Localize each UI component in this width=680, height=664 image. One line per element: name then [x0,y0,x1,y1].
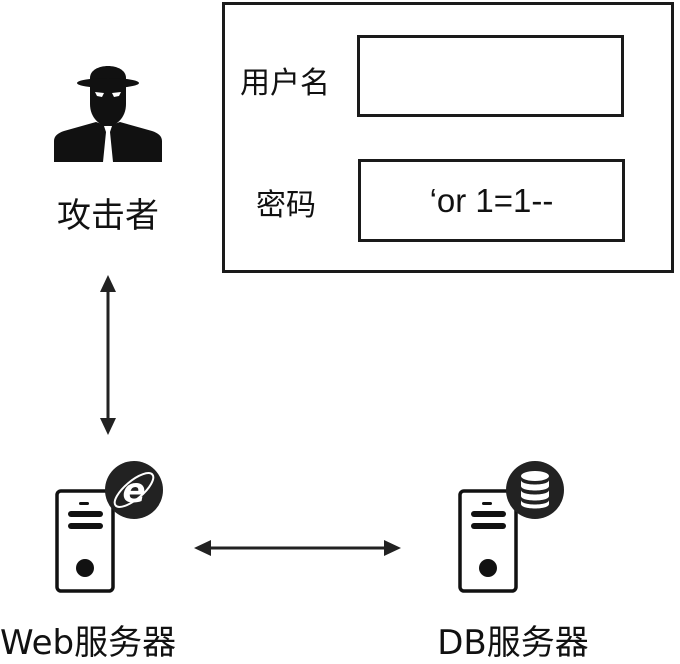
db-server-icon [458,461,564,593]
database-icon [506,461,564,519]
login-form [222,2,674,273]
attacker-web-arrow [100,275,116,435]
password-label: 密码 [256,188,316,223]
username-input[interactable] [357,35,624,117]
web-server-icon: e [55,461,163,593]
internet-explorer-icon: e [105,461,163,519]
username-label: 用户名 [240,66,330,101]
db-server-label: DB服务器 [437,623,589,663]
svg-text:e: e [122,471,145,511]
hacker-icon [54,66,162,162]
web-server-label: Web服务器 [0,623,177,663]
attacker-label: 攻击者 [57,196,159,236]
web-db-arrow [194,540,401,556]
password-input[interactable]: ‘or 1=1-- [358,159,625,242]
